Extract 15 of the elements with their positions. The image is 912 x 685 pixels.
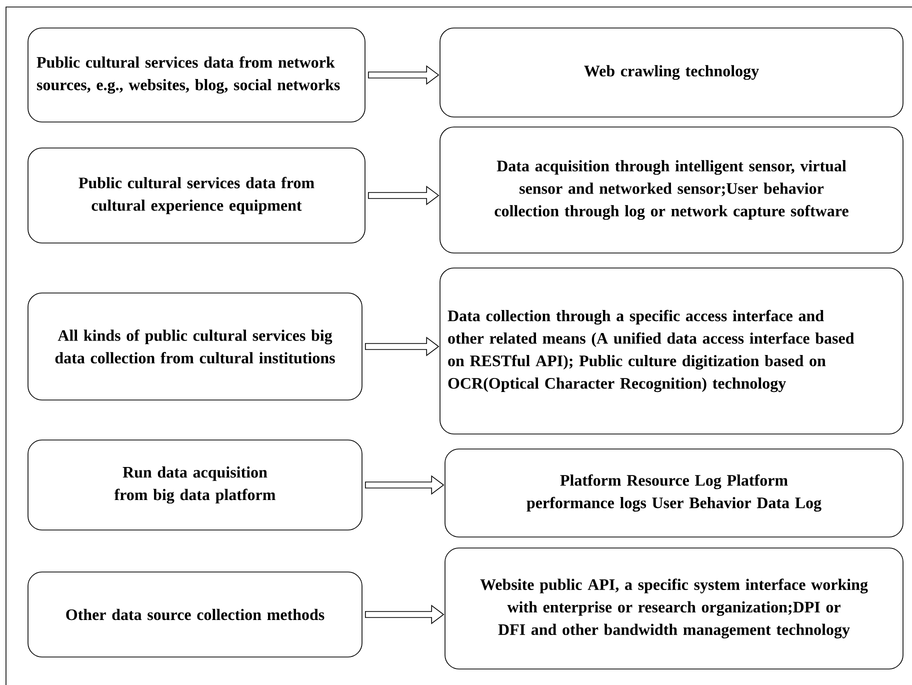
process-box: Public cultural services data from cultural experience equipment xyxy=(28,148,366,244)
block-arrow xyxy=(368,65,440,85)
block-arrow xyxy=(365,604,444,624)
process-box: Other data source collection methods xyxy=(28,572,362,658)
process-box: All kinds of public cultural services big data collection from cultural institutions xyxy=(28,292,362,400)
block-arrow xyxy=(368,186,440,206)
process-box: Platform Resource Log Platform performance logs User Behavior Data Log xyxy=(444,448,904,538)
process-box: Public cultural services data from network sources, e.g., websites, blog, social networks xyxy=(28,28,366,122)
process-box: Run data acquisition from big data platform xyxy=(28,440,362,530)
process-box: Web crawling technology xyxy=(440,28,904,118)
process-box: Website public API, a specific system interface working with enterprise or research organization;DPI or DFI and other bandwidth management technology xyxy=(444,548,904,670)
process-box: Data collection through a specific access interface and other related means (A unified data access interface based on RESTful API); Public culture digitization based on OCR(Optical Character Recognition) technology xyxy=(440,268,904,434)
process-box: Data acquisition through intelligent sensor, virtual sensor and networked sensor;User behavior collection through log or network capture software xyxy=(440,126,904,254)
block-arrow xyxy=(365,475,444,495)
block-arrow xyxy=(365,336,440,356)
